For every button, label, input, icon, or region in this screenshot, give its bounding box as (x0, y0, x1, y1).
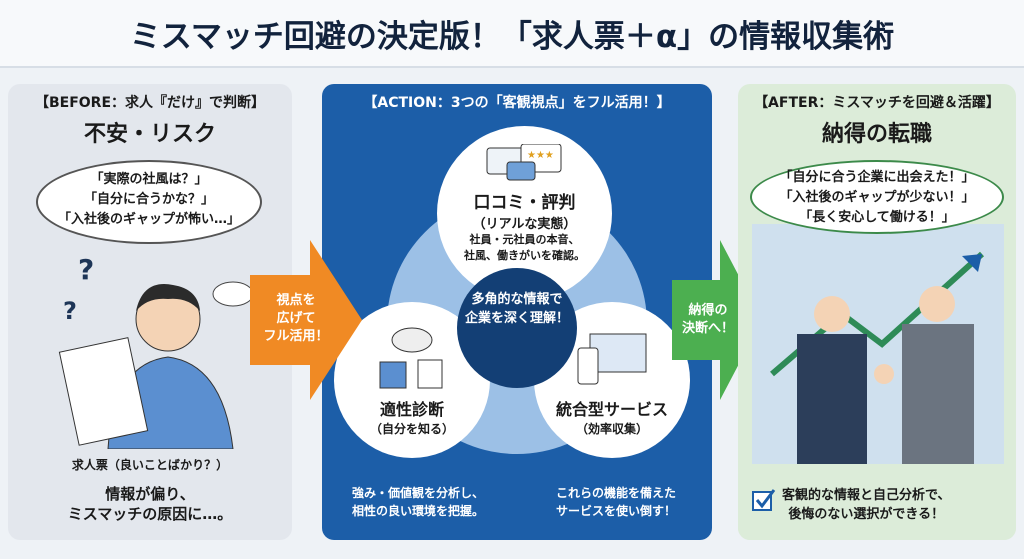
reviews-title: 口コミ・評判 (473, 193, 576, 213)
after-tag: 【AFTER：ミスマッチを回避＆活躍】 (754, 95, 1000, 111)
voice-text: 「長く安心して働ける！」 (799, 210, 955, 225)
thought-text: 「入社後のギャップが怖い…」 (57, 212, 240, 227)
worried-person-icon: ? ? (58, 253, 254, 449)
arrow-line: 決断へ！ (681, 321, 734, 336)
after-conclusion-text: 客観的な情報と自己分析で、 後悔のない選択ができる！ (782, 486, 950, 524)
arrow1-text: 視点を 広げて フル活用！ (256, 292, 336, 346)
before-heading: 不安・リスク (83, 122, 216, 147)
arrow-line: 納得の (688, 303, 728, 318)
before-panel: 【BEFORE：求人『だけ』で判断】 不安・リスク 「実際の社風は？」 「自分に… (8, 84, 292, 540)
before-conclusion: 情報が偏り、 ミスマッチの原因に…。 (8, 484, 292, 524)
arrow-line: 広げて (276, 311, 316, 326)
reviews-desc: 社員・元社員の本音、 (469, 233, 580, 246)
aptitude-title: 適性診断 (379, 400, 444, 419)
voice-text: 「自分に合う企業に出会えた！」 (779, 170, 975, 185)
after-panel: 【AFTER：ミスマッチを回避＆活躍】 納得の転職 「自分に合う企業に出会えた！… (738, 84, 1016, 540)
thought-bubble: 「実際の社風は？」 「自分に合うかな？」 「入社後のギャップが怖い…」 (36, 160, 262, 244)
reviews-desc: 社風、働きがいを確認。 (464, 249, 585, 262)
arrow2-text: 納得の 決断へ！ (676, 302, 740, 338)
service-sub: （効率収集） (575, 422, 648, 436)
after-heading: 納得の転職 (821, 122, 932, 147)
center-text: 多角的な情報で (471, 292, 563, 307)
svg-text:★★★: ★★★ (527, 150, 554, 161)
caption-line: これらの機能を備えた (555, 486, 676, 500)
aptitude-sub: （自分を知る） (369, 422, 454, 436)
after-conclusion: 客観的な情報と自己分析で、 後悔のない選択ができる！ (738, 480, 1016, 540)
job-posting-caption: 求人票（良いことばかり？） (71, 458, 229, 472)
brain-puzzle-icon (379, 327, 443, 389)
voice-text: 「入社後のギャップが少ない！」 (779, 190, 975, 205)
conclusion-line: 客観的な情報と自己分析で、 (782, 488, 951, 503)
before-tag: 【BEFORE：求人『だけ』で判断】 (34, 95, 266, 111)
service-caption: これらの機能を備えた サービスを使い倒す！ (526, 484, 706, 520)
action-tag: 【ACTION：3つの「客観視点」をフル活用！】 (363, 95, 671, 111)
arrow-line: 視点を (276, 293, 316, 308)
review-chat-icon: ★★★ (486, 143, 561, 181)
action-panel: 【ACTION：3つの「客観視点」をフル活用！】 ★★★ 口コミ・評判 （リアル… (322, 84, 712, 540)
aptitude-caption: 強み・価値観を分析し、 相性の良い環境を把握。 (328, 484, 508, 520)
svg-text:?: ? (63, 297, 77, 325)
center-text: 企業を深く理解！ (464, 311, 569, 326)
conclusion-line: 情報が偏り、 (105, 485, 195, 503)
reviews-sub: （リアルな実態） (472, 217, 577, 232)
caption-line: 強み・価値観を分析し、 (351, 486, 484, 500)
checkbox-icon (752, 489, 776, 511)
right-arrow-icon (250, 240, 362, 400)
conclusion-line: 後悔のない選択ができる！ (788, 507, 945, 522)
handshake-scene (752, 224, 1004, 464)
conclusion-line: ミスマッチの原因に…。 (67, 505, 233, 523)
arrow-widen-view: 視点を 広げて フル活用！ (250, 240, 362, 400)
center-circle: 多角的な情報で 企業を深く理解！ (457, 268, 577, 388)
devices-icon (577, 333, 647, 385)
thought-text: 「実際の社風は？」 (90, 172, 208, 187)
arrow-line: フル活用！ (263, 329, 329, 344)
voice-bubble: 「自分に合う企業に出会えた！」 「入社後のギャップが少ない！」 「長く安心して働… (750, 160, 1004, 234)
caption-line: サービスを使い倒す！ (555, 504, 676, 518)
aptitude-circle: 適性診断 （自分を知る） (334, 302, 490, 458)
thought-text: 「自分に合うかな？」 (83, 192, 214, 207)
caption-line: 相性の良い環境を把握。 (351, 504, 484, 518)
svg-text:?: ? (78, 253, 94, 286)
service-title: 統合型サービス (555, 400, 668, 419)
page-title: ミスマッチ回避の決定版！「求人票＋α」の情報収集術 (0, 0, 1024, 68)
